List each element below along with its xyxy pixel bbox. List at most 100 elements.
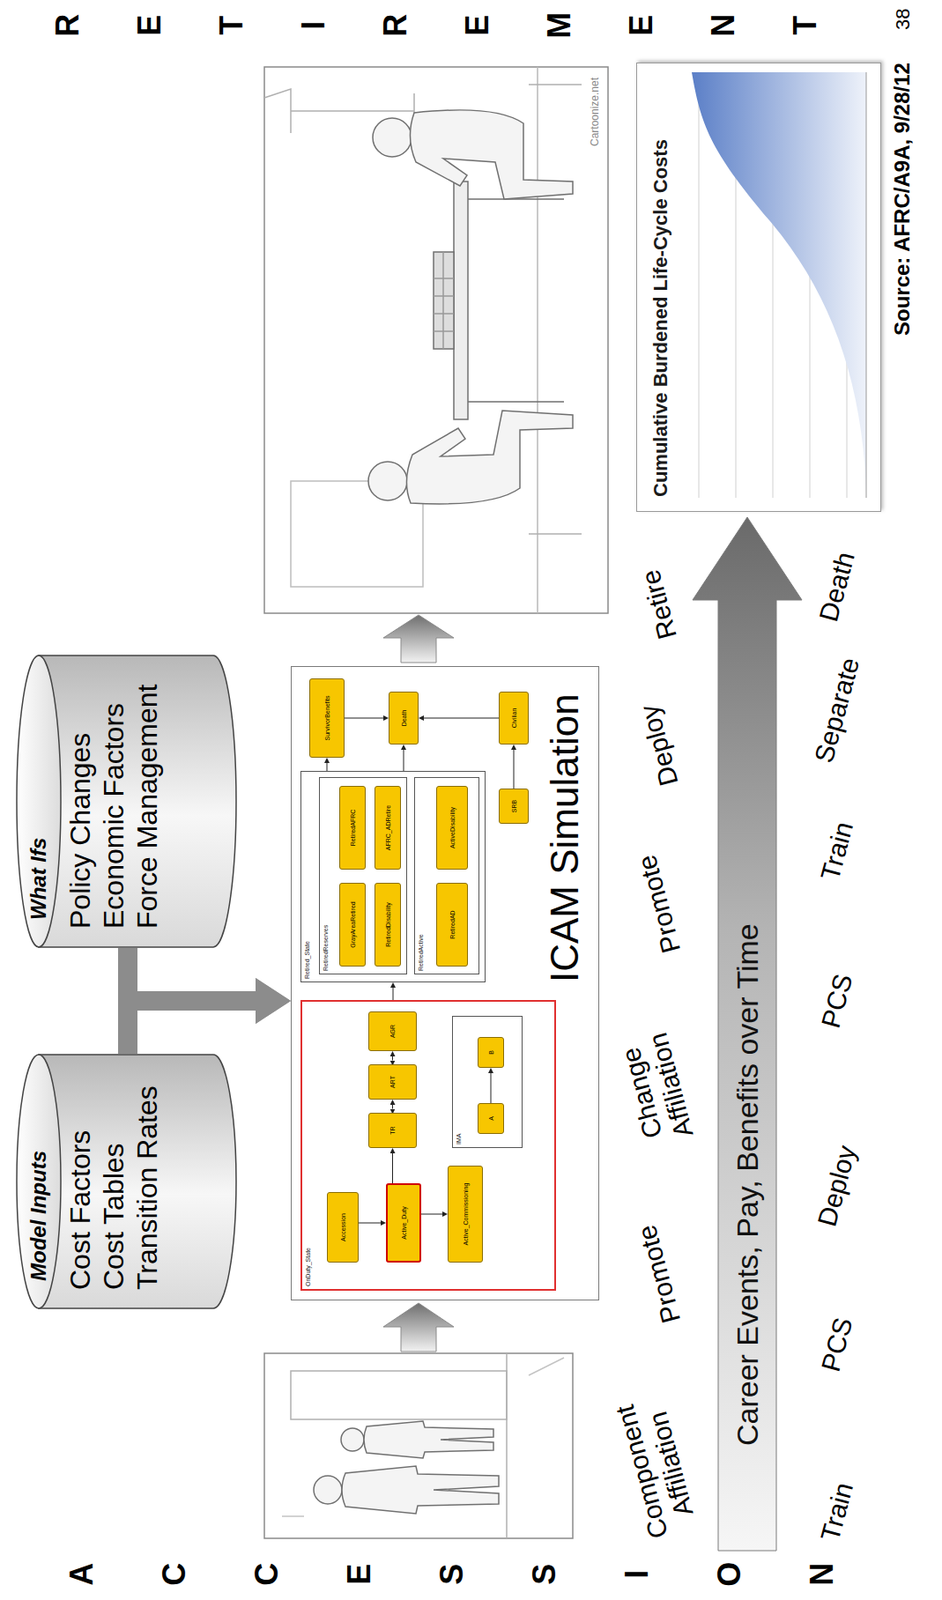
axis-line [866,72,868,498]
node-text: Economic Factors [96,703,131,929]
figure-head [368,461,408,501]
figure-body [409,110,573,200]
event-label: Death [813,548,861,625]
cylinder-top [16,655,61,948]
figure-head [341,1428,364,1452]
event-label: Promote [631,1222,687,1327]
node-title: RetiredAFRC [348,809,357,847]
node-title: Retired_State [301,938,313,982]
node-title: GrayAreaRetired [348,901,357,949]
cost-area [691,72,867,494]
floor-line [536,66,539,614]
node-title: TR [388,1126,397,1135]
state-box: RetiredDisability [374,882,401,967]
watermark: Cartoonize.net [588,77,601,147]
state-box: RetiredAD [436,882,468,967]
node-title: AGR [388,1024,397,1039]
table-legs [467,199,564,402]
state-box: ART [368,1064,417,1100]
figure-head [372,118,412,157]
state-box: Civilian [498,691,529,745]
state-box: Active_Duty [385,1183,422,1263]
state-box: GrayAreaRetired [339,882,366,967]
state-box: SurvivorBenefits [309,678,345,758]
node-title: SRB [510,800,519,813]
transition-line [392,1056,394,1061]
page-number: 38 [891,8,915,30]
node-title: AFRC_ADRetire [384,805,393,851]
node-text: Policy Changes [63,733,97,929]
transition-line [392,1105,394,1110]
state-box: Death [388,691,419,745]
door-sketch [290,1371,507,1420]
transition-line [423,718,499,720]
node-title: ART [388,1075,397,1089]
state-region: Retired_StateRetiredReservesGrayAreaReti… [300,771,486,983]
node-title: A [487,1116,496,1121]
node-text: Cost Tables [96,1142,131,1291]
timeline-arrow-body [692,517,802,1551]
state-region: IMAAB [452,1016,523,1149]
timeline-arrow: Career Events, Pay, Benefits over Time [691,516,803,1552]
vertical-heading: RETIREMENT [26,11,846,39]
node-title: Death [400,710,408,727]
event-label: Separate [808,654,866,766]
figure-body [406,410,573,505]
state-box: AFRC_ADRetire [374,786,401,870]
node-title: Career Events, Pay, Benefits over Time [729,923,765,1447]
figure-head [313,1476,342,1505]
simulation-panel: ICAM SimulationOnDuty_State Accession Acti… [290,666,600,1301]
transition-line [490,1073,492,1104]
node-title: SurvivorBenefits [323,696,332,742]
cylinder-top [16,1054,61,1309]
photo-frame [264,1353,573,1539]
node-title: Civilian [510,708,519,729]
event-label: PCS [815,971,860,1032]
source-note: Source: AFRC/A9A, 9/28/12 [890,62,915,336]
state-box: Accession [326,1192,359,1263]
transition-line [326,763,328,772]
photo-frame [264,66,609,614]
state-box: RetiredAFRC [339,786,366,870]
transition-line [421,1214,443,1216]
state-box: TR [368,1112,417,1149]
event-label: Change Affiliation [613,1030,699,1150]
game-board [433,252,454,349]
cylinder-body [38,1054,237,1309]
chair-sketch [528,84,582,535]
state-region: RetiredActiveRetiredADActiveDisability [414,777,480,975]
event-label: Retire [635,566,683,643]
cost-chart: Cumulative Burdened Life-Cycle Costs [636,62,882,512]
accession-photo [264,1353,573,1539]
node-text: Cost Factors [63,1130,97,1291]
database-cylinder: Model InputsCost FactorsCost TablesTrans… [15,1053,237,1310]
node-title: What Ifs [26,838,52,920]
node-title: OnDuty_State [302,1245,314,1290]
node-title: Cumulative Burdened Life-Cycle Costs [649,139,673,497]
state-box: ActiveDisability [436,786,468,870]
node-title: ActiveDisability [448,807,457,849]
state-region: OnDuty_StateAccessionActive_DutyActive_C… [300,1000,557,1291]
event-label: Deploy [811,1142,862,1230]
node-title: RetiredDisability [384,902,393,948]
event-label: Promote [631,852,687,957]
node-title: Active_Duty [400,1206,408,1239]
transition-line [393,987,394,1001]
transition-line [392,1153,394,1184]
state-box: A [477,1103,505,1135]
transition-line [403,749,405,772]
block-arrow [383,615,454,663]
event-label: PCS [815,1314,860,1375]
cylinder-body [38,655,237,948]
figure-body [341,1466,499,1514]
table-top [453,181,468,420]
retirement-photo [264,66,609,614]
transition-line [358,1223,381,1224]
node-title: Model Inputs [26,1150,52,1282]
node-title: ICAM Simulation [542,693,587,983]
node-title: Accession [339,1213,348,1242]
node-title: B [487,1050,496,1055]
window-sketch [290,481,423,587]
vertical-heading: ACCESSION [35,1560,868,1588]
